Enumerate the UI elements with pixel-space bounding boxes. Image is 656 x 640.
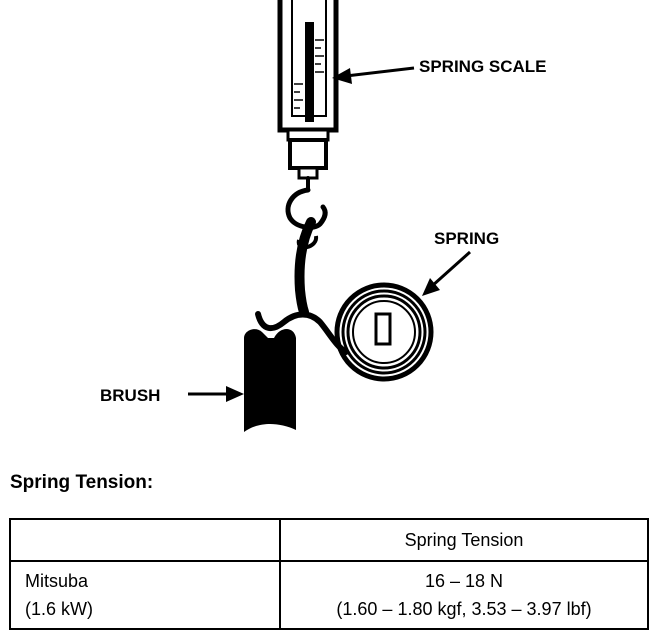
model-cell: Mitsuba (1.6 kW) [9, 560, 281, 630]
header-blank-cell [9, 518, 281, 562]
section-title: Spring Tension: [10, 472, 154, 493]
table-row: Mitsuba (1.6 kW) 16 – 18 N (1.60 – 1.80 … [9, 560, 649, 630]
label-spring: SPRING [434, 229, 499, 248]
model-power: (1.6 kW) [25, 599, 94, 619]
label-brush: BRUSH [100, 386, 160, 405]
spring-tension-table: Spring Tension Mitsuba (1.6 kW) 16 – 18 … [9, 518, 649, 630]
tension-newtons: 16 – 18 N [424, 571, 504, 591]
tension-cell: 16 – 18 N (1.60 – 1.80 kgf, 3.53 – 3.97 … [279, 560, 649, 630]
arrow-icon [188, 66, 472, 402]
coil-spring-icon [255, 217, 434, 382]
label-spring-scale: SPRING SCALE [419, 57, 547, 76]
model-name: Mitsuba [25, 571, 89, 591]
brush-icon [244, 329, 296, 432]
tension-conversions: (1.60 – 1.80 kgf, 3.53 – 3.97 lbf) [336, 599, 592, 619]
spring-tension-diagram: SPRING SCALE SPRING BRUSH [100, 0, 547, 432]
header-spring-tension: Spring Tension [279, 518, 649, 562]
table-header-row: Spring Tension [9, 518, 649, 562]
spring-scale-icon [277, 0, 339, 180]
